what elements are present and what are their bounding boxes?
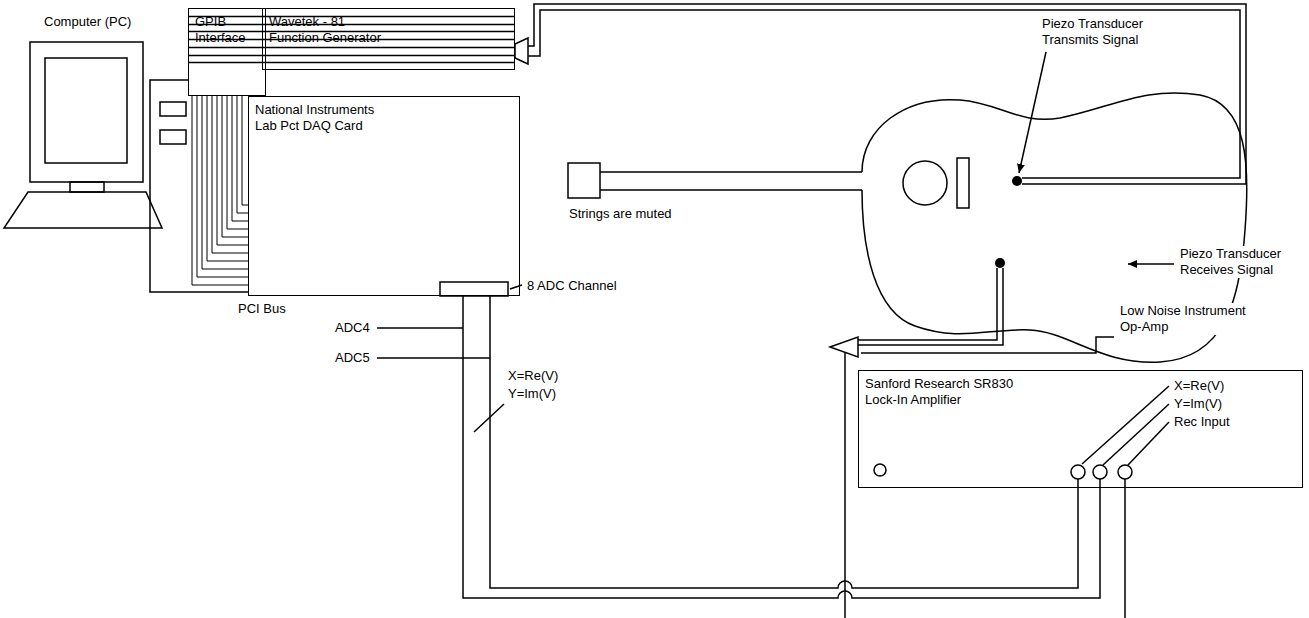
leader-line: [377, 327, 463, 329]
adc-channel-block: [440, 282, 508, 296]
leader-line: [474, 404, 504, 432]
pc-tower: [150, 80, 248, 292]
rec-input-wire: [1124, 479, 1126, 618]
signal-name: X=Re(V): [506, 368, 560, 384]
output-connector: [515, 38, 528, 64]
guitar-bridge: [957, 158, 969, 208]
signal-wire: [490, 296, 1078, 588]
signal-name: ADC5: [333, 350, 372, 366]
drive-bay: [160, 130, 186, 144]
box-text: GPIB Interface: [189, 9, 251, 46]
box-text: National Instruments Lab Pct DAQ Card: [249, 97, 380, 134]
signal-name: ADC4: [333, 320, 372, 336]
box-text: Sanford Research SR830 Lock-In Amplifier: [859, 371, 1030, 408]
leader-line: [377, 357, 490, 359]
box-text: Wavetek - 81 Function Generator: [263, 9, 391, 46]
signal-wire: [463, 296, 1100, 598]
bus-label: PCI Bus: [236, 301, 288, 317]
monitor-case: [30, 42, 143, 182]
note-label: Strings are muted: [567, 206, 674, 222]
leader-line: [861, 337, 1114, 353]
function-generator-box: Wavetek - 81 Function Generator: [262, 8, 515, 70]
bnc-connector: [1093, 465, 1107, 479]
lock-in-amplifier-box: Sanford Research SR830 Lock-In Amplifier: [858, 370, 1303, 488]
output-label: X=Re(V): [1172, 378, 1226, 394]
monitor-screen: [45, 58, 127, 163]
monitor-stand: [70, 182, 104, 192]
output-label: Y=Im(V): [1172, 396, 1224, 412]
callout-arrow: [1019, 52, 1046, 173]
gpib-interface-box: GPIB Interface: [188, 8, 266, 96]
power-knob: [874, 464, 886, 476]
pci-bus-lines: [192, 96, 248, 285]
callout-arrow: [1128, 263, 1174, 265]
signal-cable: [528, 4, 1246, 184]
leader-line: [1103, 404, 1169, 465]
callout-label: Low Noise Instrument Op-Amp: [1118, 303, 1262, 335]
connector-stub: [1078, 479, 1100, 488]
receive-transducer: [995, 258, 1005, 268]
pickup-cable: [858, 268, 1003, 345]
drive-bay: [160, 102, 186, 116]
daq-card-box: National Instruments Lab Pct DAQ Card: [248, 96, 520, 296]
leader-line: [510, 285, 522, 289]
callout-label: Piezo Transducer Receives Signal: [1178, 246, 1294, 278]
guitar-head: [568, 163, 600, 198]
computer-label: Computer (PC): [42, 14, 133, 30]
guitar-neck: [600, 172, 862, 190]
channel-label: 8 ADC Channel: [525, 278, 619, 294]
input-label: Rec Input: [1172, 414, 1232, 430]
sound-hole: [903, 161, 947, 205]
op-amp-output-wire: [844, 352, 846, 618]
leader-line: [1128, 422, 1169, 465]
keyboard: [4, 192, 162, 228]
transmit-transducer: [1012, 176, 1022, 186]
bnc-connector: [1071, 465, 1085, 479]
leader-line: [1082, 386, 1169, 464]
callout-label: Piezo Transducer Transmits Signal: [1040, 16, 1156, 48]
bnc-connector: [1118, 465, 1132, 479]
signal-name: Y=Im(V): [506, 386, 558, 402]
op-amp-symbol: [830, 337, 858, 357]
